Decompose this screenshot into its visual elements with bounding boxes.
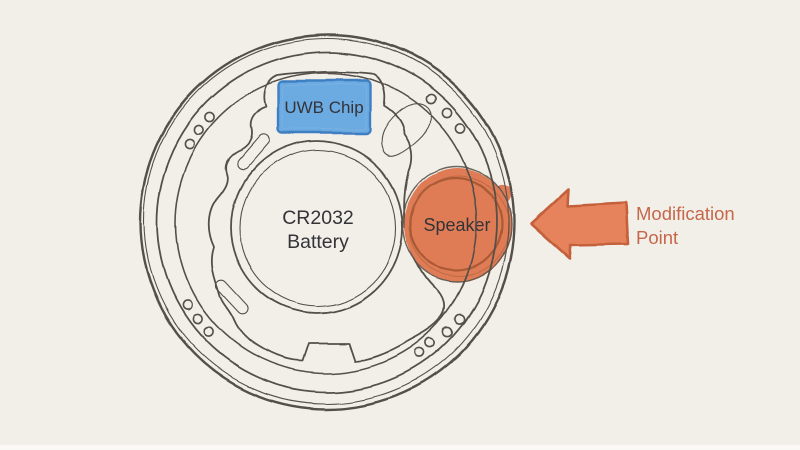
upper-left-slot: [236, 134, 270, 170]
battery: CR2032 Battery: [282, 207, 354, 253]
hand-drawn-left-arrow-icon: [529, 187, 630, 261]
case-ring-inner: [174, 71, 478, 375]
case-ring-middle: [156, 51, 498, 393]
hole-group-upper-right: [425, 93, 466, 134]
modification-label-line2: Point: [636, 227, 678, 248]
battery-label-line1: CR2032: [282, 207, 354, 229]
molded-plate-outline: [207, 70, 447, 362]
speaker-sketch-ring: [408, 176, 504, 272]
battery-outline-inner: [239, 149, 397, 307]
upper-right-cutout: [380, 103, 432, 157]
uwb-chip: UWB Chip: [276, 79, 372, 135]
hole-group-upper-left: [184, 111, 216, 150]
uwb-chip-body: [276, 79, 372, 135]
uwb-chip-inner-line: [281, 84, 367, 130]
speaker-sketch-outline: [401, 165, 513, 283]
hole-group-lower-left: [181, 299, 214, 338]
bottom-letterbox-strip: [0, 445, 800, 450]
speaker: Speaker: [401, 165, 513, 283]
modification-annotation: Modification Point: [529, 187, 735, 261]
lower-left-slot: [215, 279, 249, 315]
uwb-chip-label: UWB Chip: [284, 98, 363, 117]
case-rings-sketch: [138, 33, 516, 411]
hole-group-lower-right: [413, 313, 466, 359]
speaker-sketch-ring-2: [408, 175, 510, 277]
inner-plate-sketch: [181, 70, 466, 362]
battery-label-line2: Battery: [287, 231, 349, 253]
case-ring-outer: [138, 33, 516, 411]
case-ring-outer-2: [142, 37, 510, 405]
speaker-label: Speaker: [423, 215, 490, 235]
modification-label-line1: Modification: [636, 203, 735, 224]
